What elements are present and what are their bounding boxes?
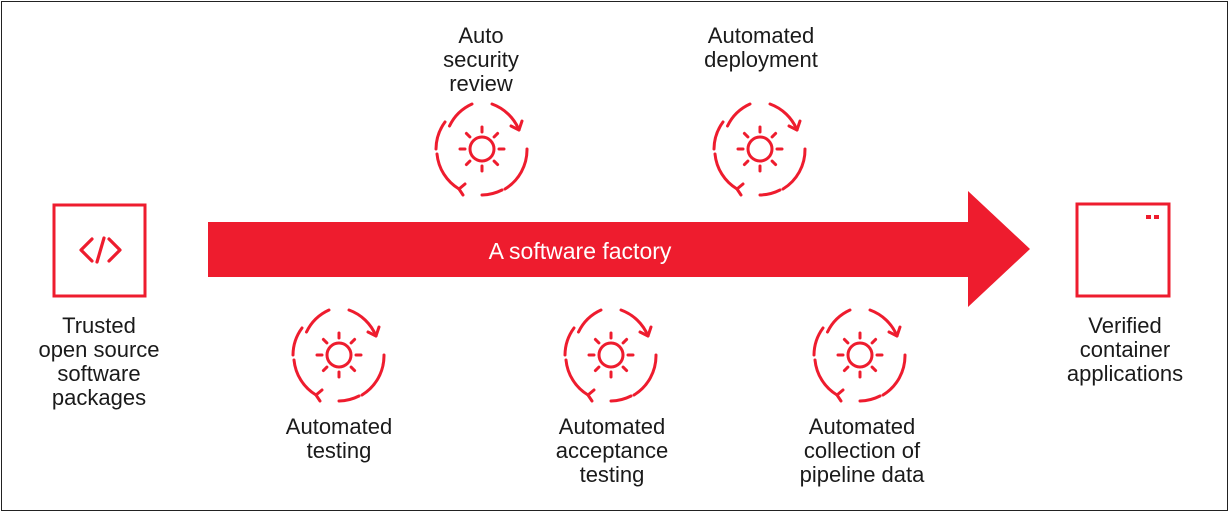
cycle-gear-icon — [563, 308, 658, 403]
step-auto-security-review-label: Auto security review — [443, 23, 519, 96]
cycle-gear-icon — [712, 102, 807, 197]
application-window-icon — [1075, 202, 1171, 298]
arrow-label: A software factory — [488, 238, 672, 264]
step-automated-acceptance-testing-label: Automated acceptance testing — [555, 414, 669, 487]
code-icon — [52, 203, 147, 298]
target-label: Verified container applications — [1066, 313, 1184, 386]
source-label: Trusted open source software packages — [38, 313, 160, 410]
cycle-gear-icon — [812, 308, 907, 403]
cycle-gear-icon — [291, 308, 386, 403]
step-automated-testing-label: Automated testing — [285, 414, 393, 463]
step-automated-collection-label: Automated collection of pipeline data — [799, 414, 925, 487]
step-automated-deployment-label: Automated deployment — [704, 23, 818, 72]
cycle-gear-icon — [434, 102, 529, 197]
